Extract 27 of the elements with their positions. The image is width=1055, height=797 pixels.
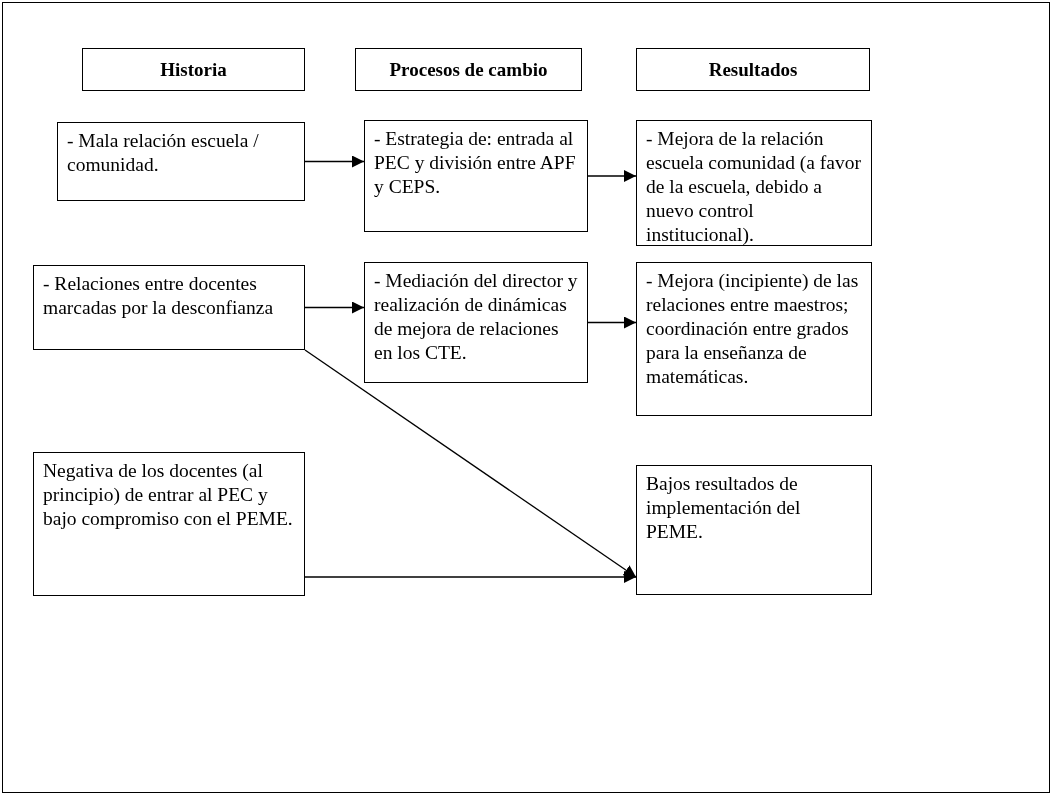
text-box: [636, 465, 872, 595]
column-heading: Historia: [160, 57, 227, 82]
arrow: [587, 316, 637, 329]
header-box: [636, 48, 870, 91]
arrow: [304, 349, 637, 578]
column-heading: Resultados: [708, 57, 798, 82]
box-text: - Mejora (incipiente) de las relaciones entre maestros; coordinación entre grados para la enseñanza de matemáticas.: [646, 269, 860, 389]
box-text: - Relaciones entre docentes marcadas por la desconfianza: [43, 272, 275, 320]
header-box: [355, 48, 582, 91]
box-text: - Mala relación escuela / comunidad.: [67, 129, 260, 177]
text-box: [364, 262, 588, 383]
text-box: [33, 265, 305, 350]
arrow: [304, 571, 637, 583]
header-box: [82, 48, 305, 91]
arrow: [587, 170, 637, 182]
column-heading: Procesos de cambio: [389, 57, 548, 82]
arrow: [304, 155, 365, 168]
box-text: Negativa de los docentes (al principio) de entrar al PEC y bajo compromiso con el PEME.: [43, 459, 294, 531]
text-box: [57, 122, 305, 201]
text-box: [364, 120, 588, 232]
box-text: - Mejora de la relación escuela comunidad (a favor de la escuela, debido a nuevo control institucional).: [646, 127, 862, 247]
arrow: [304, 301, 365, 314]
text-box: [636, 262, 872, 416]
text-box: [33, 452, 305, 596]
box-text: - Mediación del director y realización de dinámicas de mejora de relaciones en los CTE.: [374, 269, 578, 365]
box-text: - Estrategia de: entrada al PEC y división entre APF y CEPS.: [374, 127, 577, 199]
box-text: Bajos resultados de implementación del PEME.: [646, 472, 802, 544]
